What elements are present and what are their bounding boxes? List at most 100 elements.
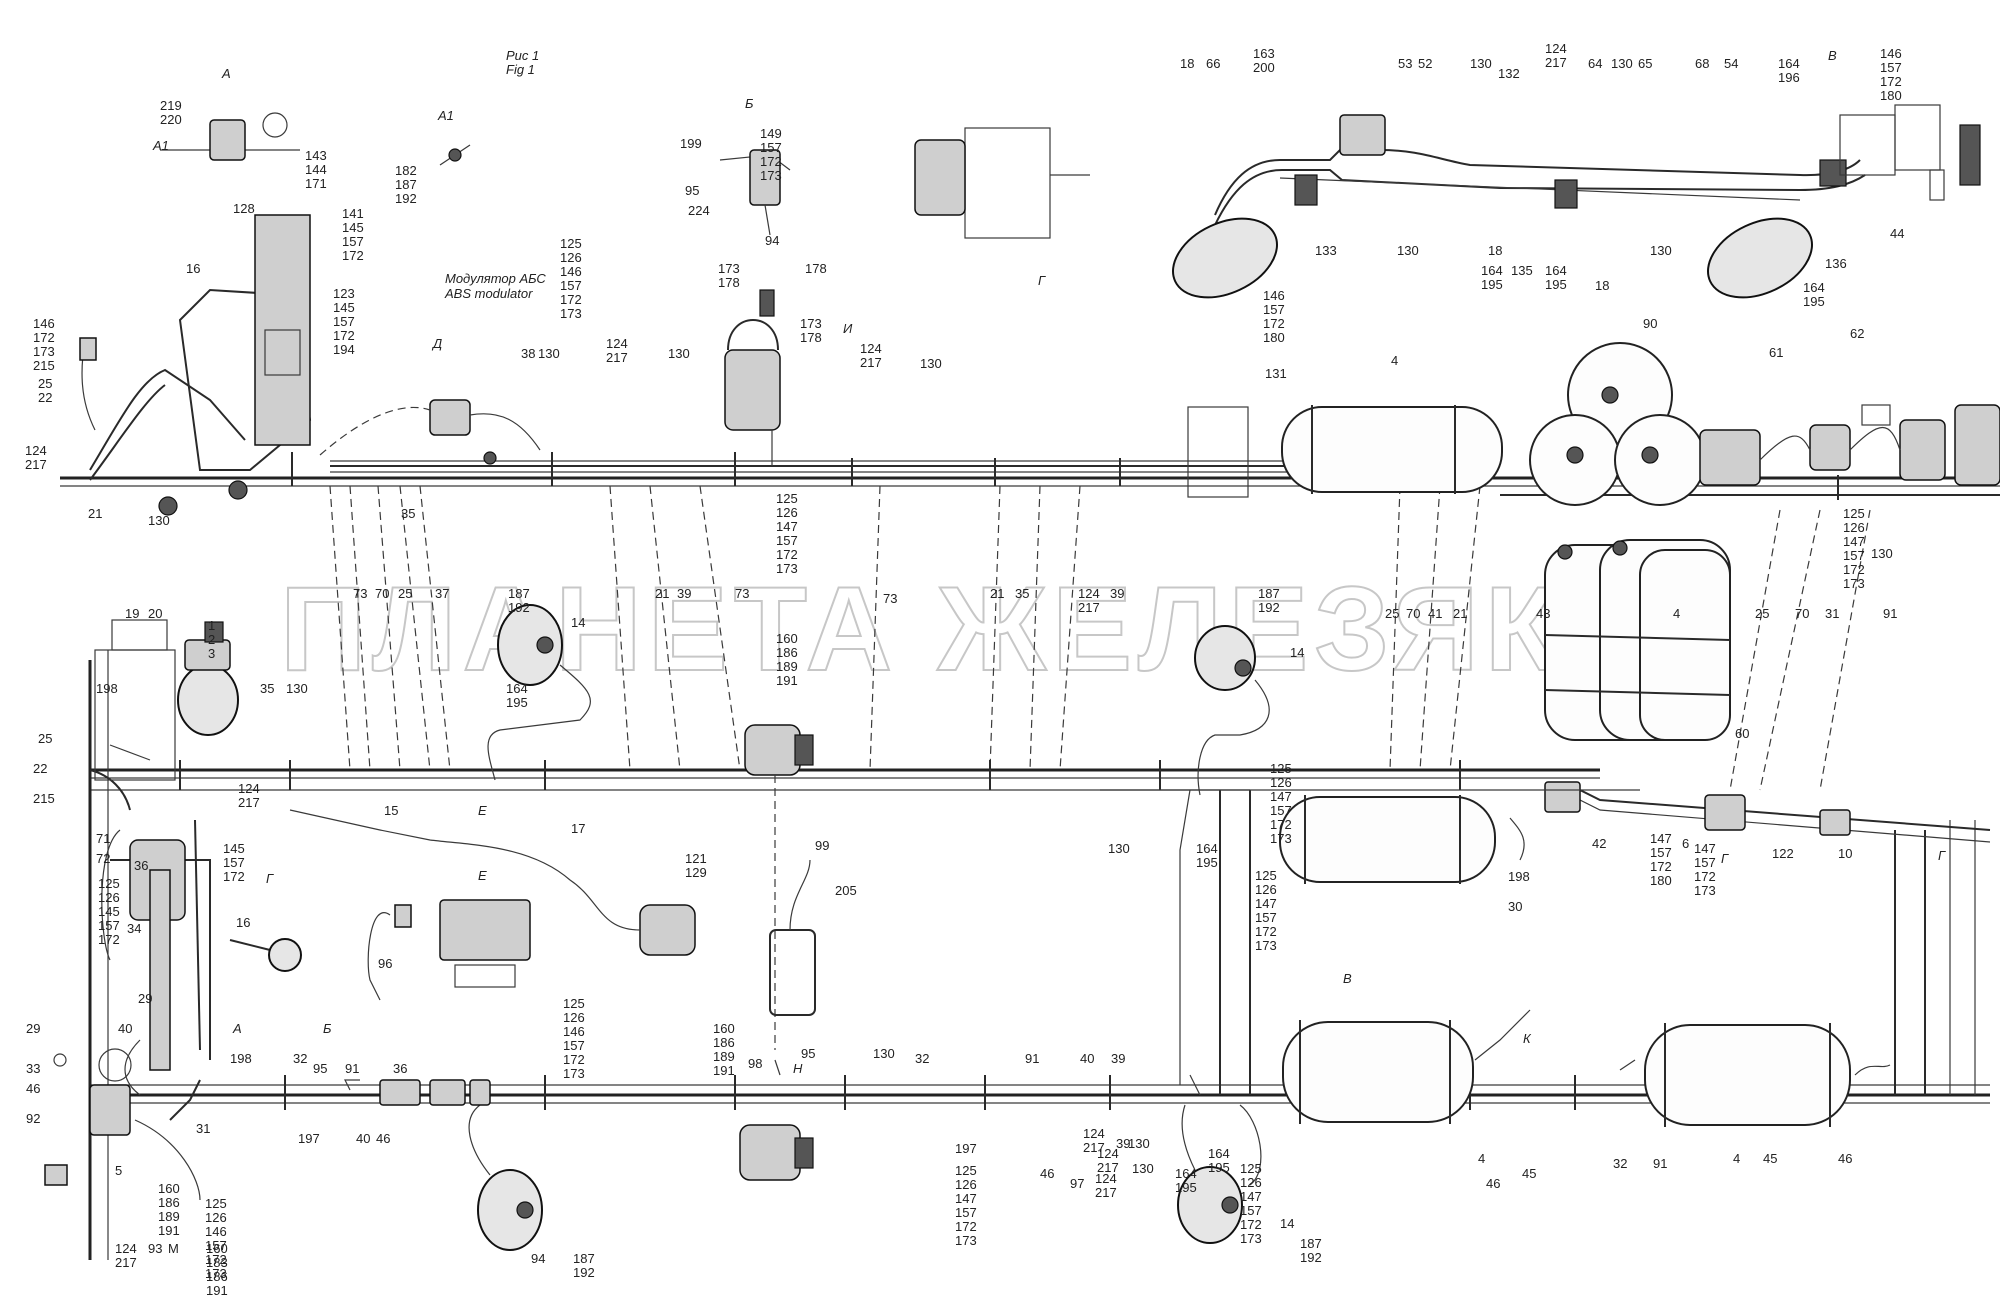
abs-valve-block-e xyxy=(367,899,531,1001)
callout-label: 46 xyxy=(26,1081,40,1096)
callout-label: 25 xyxy=(38,731,52,746)
upper-bracket-mid xyxy=(1187,406,1249,498)
upper-air-reservoir xyxy=(1281,405,1503,494)
lower-reservoir-rear-1 xyxy=(1282,1020,1474,1124)
callout-label: 122 xyxy=(1772,846,1794,861)
callout-label: 132 xyxy=(1498,66,1520,81)
callout-label: 130 xyxy=(873,1046,895,1061)
callout-label: 90 xyxy=(1643,316,1657,331)
callout-label: 91 xyxy=(1025,1051,1039,1066)
callout-label: 25 xyxy=(398,586,412,601)
callout-label: 62 xyxy=(1850,326,1864,341)
callout-label: 4 xyxy=(1478,1151,1485,1166)
callout-label: 40 xyxy=(118,1021,132,1036)
detail-view-b-bracket xyxy=(914,127,1090,239)
callout-label: 130 xyxy=(286,681,308,696)
callout-label: Г xyxy=(1038,273,1046,288)
callout-label: 130 xyxy=(1108,841,1130,856)
callout-label: 32 xyxy=(1613,1156,1627,1171)
callout-label: 46 xyxy=(1040,1166,1054,1181)
callout-label: 130 xyxy=(538,346,560,361)
callout-label: 35 xyxy=(1015,586,1029,601)
brake-chamber-rear-lower xyxy=(1177,1104,1262,1244)
callout-label: 66 xyxy=(1206,56,1220,71)
lower-reservoir-rear-2 xyxy=(1644,1023,1851,1127)
brake-chamber-front-left-lower xyxy=(468,1104,543,1251)
callout-label: Е xyxy=(478,868,487,883)
callout-label: 128 xyxy=(233,201,255,216)
bracket-left-lower xyxy=(94,619,176,781)
callout-label: 35 xyxy=(260,681,274,696)
compressor-upper-left xyxy=(79,214,312,516)
callout-label: 52 xyxy=(1418,56,1432,71)
dryer-assembly-upper xyxy=(724,289,781,466)
callout-label: 14 xyxy=(571,615,585,630)
callout-label: 4 xyxy=(1673,606,1680,621)
spring-brake-chamber-rear xyxy=(739,1059,814,1181)
callout-label: 97 xyxy=(1070,1176,1084,1191)
callout-label: 95 xyxy=(685,183,699,198)
callout-label: 39 xyxy=(1111,1051,1125,1066)
callout-label: 198 xyxy=(96,681,118,696)
callout-label: 40 xyxy=(356,1131,370,1146)
callout-label: 45 xyxy=(1763,1151,1777,1166)
callout-label: 19 xyxy=(125,606,139,621)
valve-row-lower-front xyxy=(169,1079,491,1121)
callout-label: 39 xyxy=(1110,586,1124,601)
callout-label: В xyxy=(1828,48,1837,63)
callout-label: 22 xyxy=(33,761,47,776)
callout-label: 46 xyxy=(376,1131,390,1146)
triple-reservoir-block xyxy=(1529,342,1706,506)
callout-label: Г xyxy=(1721,851,1729,866)
callout-label: 54 xyxy=(1724,56,1738,71)
callout-label: 70 xyxy=(1795,606,1809,621)
callout-label: 41 xyxy=(1428,606,1442,621)
callout-label: 130 xyxy=(1871,546,1893,561)
callout-label: 10 xyxy=(1838,846,1852,861)
callout-label: 72 xyxy=(96,851,110,866)
callout-label: 21 xyxy=(1453,606,1467,621)
callout-label: 130 xyxy=(1132,1161,1154,1176)
callout-label: Рис 1 xyxy=(506,48,539,63)
callout-label: А1 xyxy=(437,108,454,123)
callout-label: 25 xyxy=(1385,606,1399,621)
callout-label: 91 xyxy=(1883,606,1897,621)
valve-row-lower-right xyxy=(1509,781,1851,861)
spring-brake-chamber-front xyxy=(744,724,814,1050)
callout-label: 5 xyxy=(115,1163,122,1178)
callout-label: А xyxy=(232,1021,242,1036)
detail-view-b-valve xyxy=(719,149,791,236)
callout-label: 94 xyxy=(765,233,779,248)
callout-label: 30 xyxy=(1508,899,1522,914)
callout-label: 44 xyxy=(1890,226,1904,241)
callout-label: 91 xyxy=(345,1061,359,1076)
callout-label: 29 xyxy=(138,991,152,1006)
callout-label: 91 xyxy=(1653,1156,1667,1171)
callout-label: 6 xyxy=(1682,836,1689,851)
callout-label: 40 xyxy=(1080,1051,1094,1066)
callout-label: Г xyxy=(266,871,274,886)
callout-label: М xyxy=(168,1241,179,1256)
